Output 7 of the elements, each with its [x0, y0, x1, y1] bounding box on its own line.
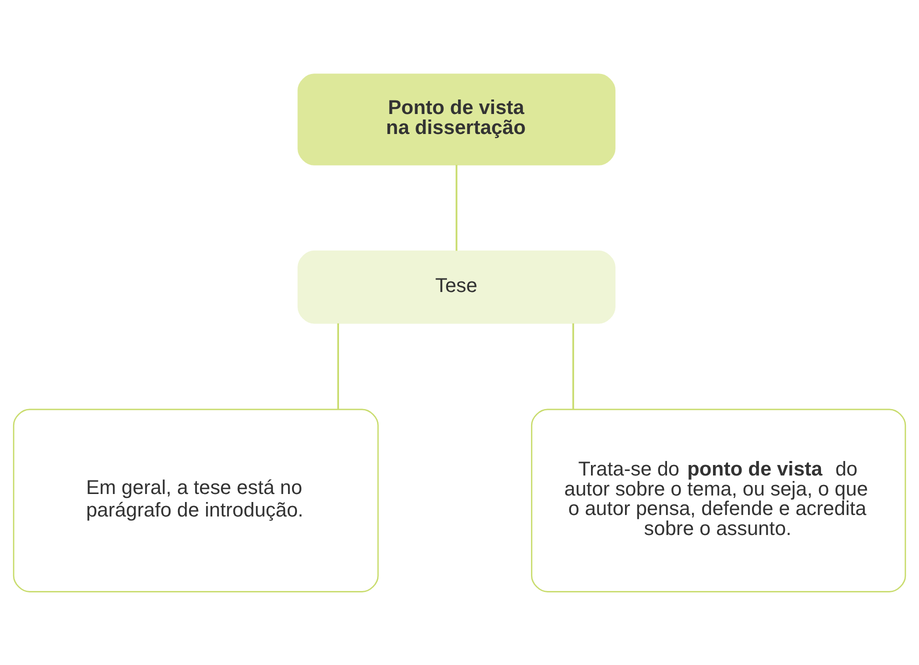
node-box: Trata-se do ponto de vista do autor sobre o tema, ou seja, o que o autor pensa, defende e acredita sobre o assunto.	[530, 408, 906, 592]
node-box: Em geral, a tese está no parágrafo de introdução.	[12, 408, 379, 592]
connector	[337, 322, 339, 409]
node-box: Ponto de vista na dissertação	[298, 73, 616, 165]
node-box: Tese	[298, 250, 616, 324]
connector	[456, 164, 458, 250]
connector	[572, 322, 574, 409]
